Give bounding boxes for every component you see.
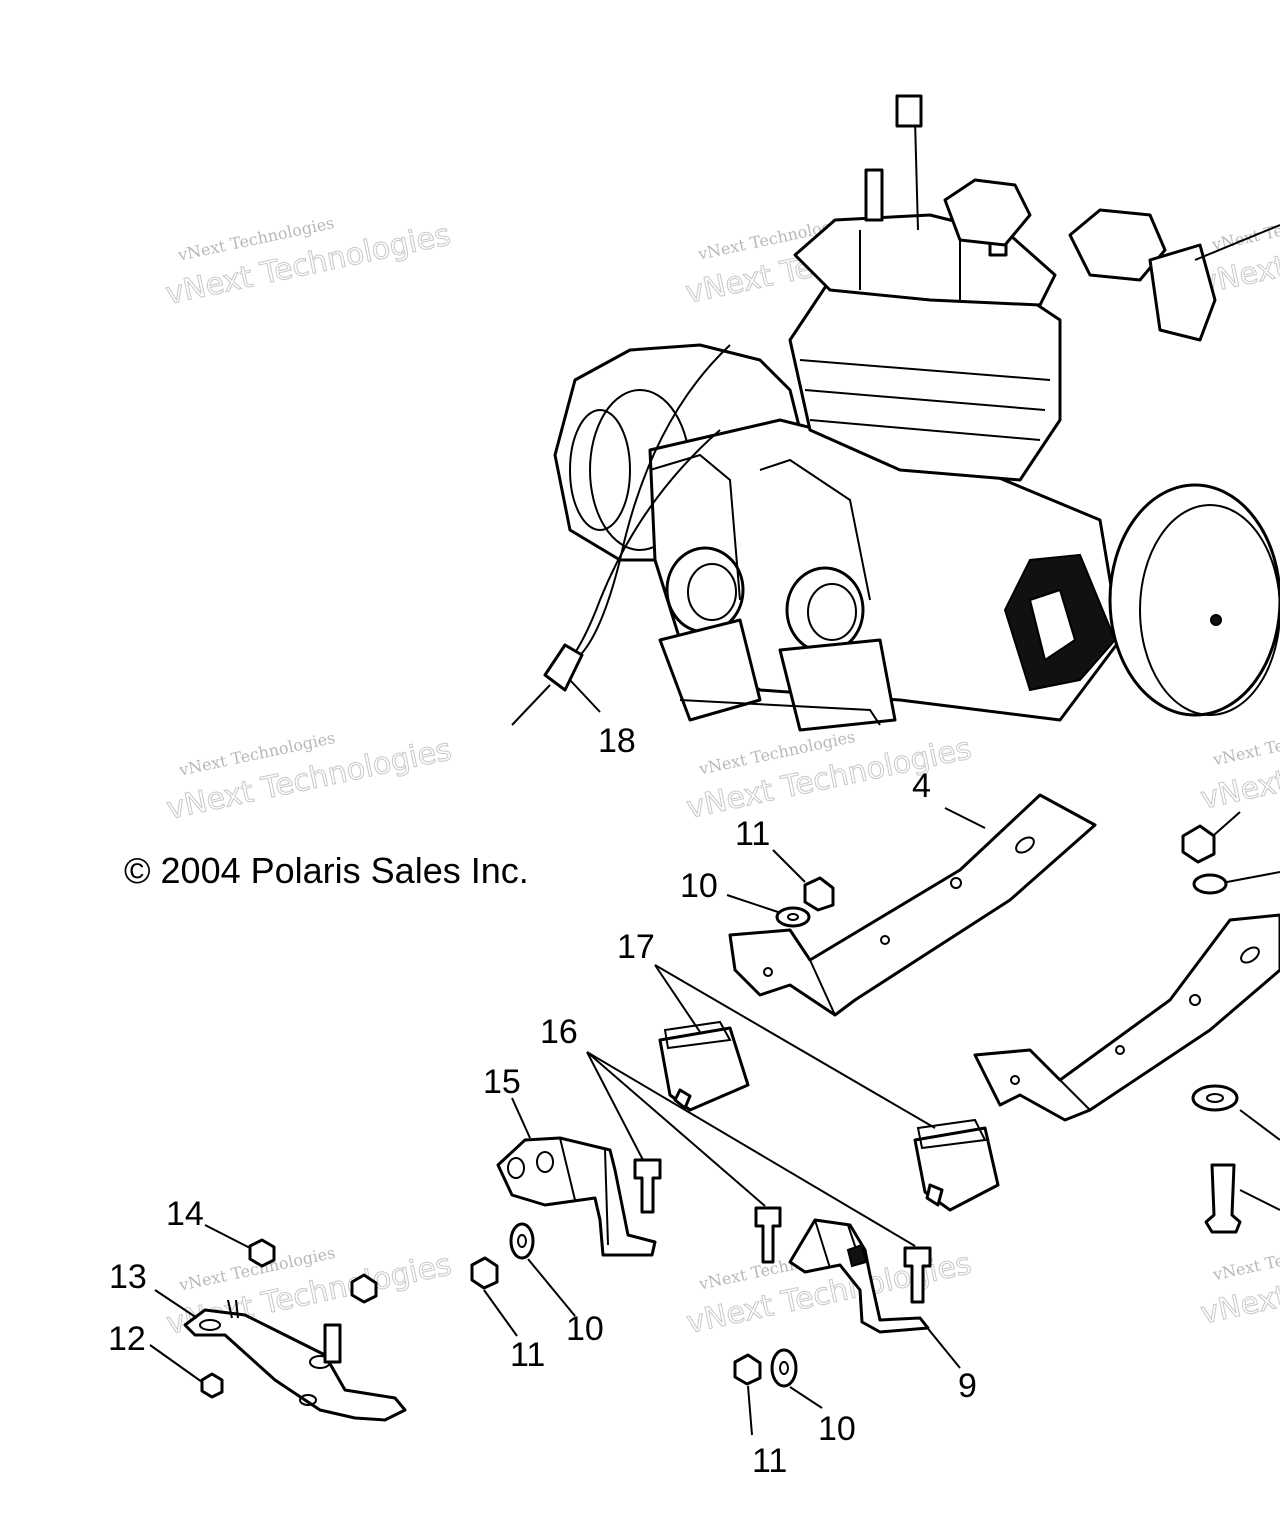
callout-11-top: 11 [735,815,770,853]
callout-17: 17 [617,928,655,966]
callout-18: 18 [598,722,636,760]
mount-bracket-right [973,913,1280,1122]
part-11-nut-mid: 11 [470,1256,545,1374]
callout-14: 14 [166,1195,204,1233]
callout-9: 9 [958,1367,977,1405]
callout-11-mid: 11 [510,1336,545,1374]
part-11-nut-top: 11 [735,815,835,912]
part-15-bracket: 15 [483,1063,657,1257]
callout-10-mid: 10 [566,1310,604,1348]
engine-assembly [553,94,1280,732]
svg-text:vNext Technologies: vNext Technologies [1210,718,1280,770]
svg-text:vNext Technologies: vNext Technologies [1210,1233,1280,1285]
callout-15: 15 [483,1063,521,1101]
callout-11-bottom: 11 [752,1442,787,1480]
copyright-notice: © 2004 Polaris Sales Inc. [124,850,529,891]
part-9-bracket: 9 [788,1218,977,1405]
part-4-mount-bracket-left: 4 [728,767,1097,1017]
part-11-nut-bottom: 11 [733,1353,787,1480]
watermark: vNext Technologies vNext Technologies [162,213,454,312]
right-hardware [1181,811,1280,1234]
callout-12: 12 [108,1320,146,1358]
part-10-washer-top: 10 [680,867,811,928]
part-10-washer-bottom: 10 [770,1348,856,1448]
watermark: vNext Technologies vNext Technologies [163,728,455,827]
part-14-nut: 14 [166,1195,378,1304]
part-16-bolts: 16 [540,1013,932,1304]
part-10-washer-mid: 10 [509,1222,604,1348]
callout-16: 16 [540,1013,578,1051]
svg-text:vNext Technologies: vNext Technologies [1198,1237,1280,1332]
svg-text:vNext Technologies: vNext Technologies [1198,722,1280,817]
part-13-bracket: 13 [109,1258,407,1422]
callout-13: 13 [109,1258,147,1296]
part-18-cable-sleeve: 18 [511,643,636,760]
callout-10-top: 10 [680,867,718,905]
part-17-isolators: 17 [617,928,1000,1212]
callout-4: 4 [912,767,931,805]
part-12-nut: 12 [108,1320,224,1399]
callout-10-bottom: 10 [818,1410,856,1448]
